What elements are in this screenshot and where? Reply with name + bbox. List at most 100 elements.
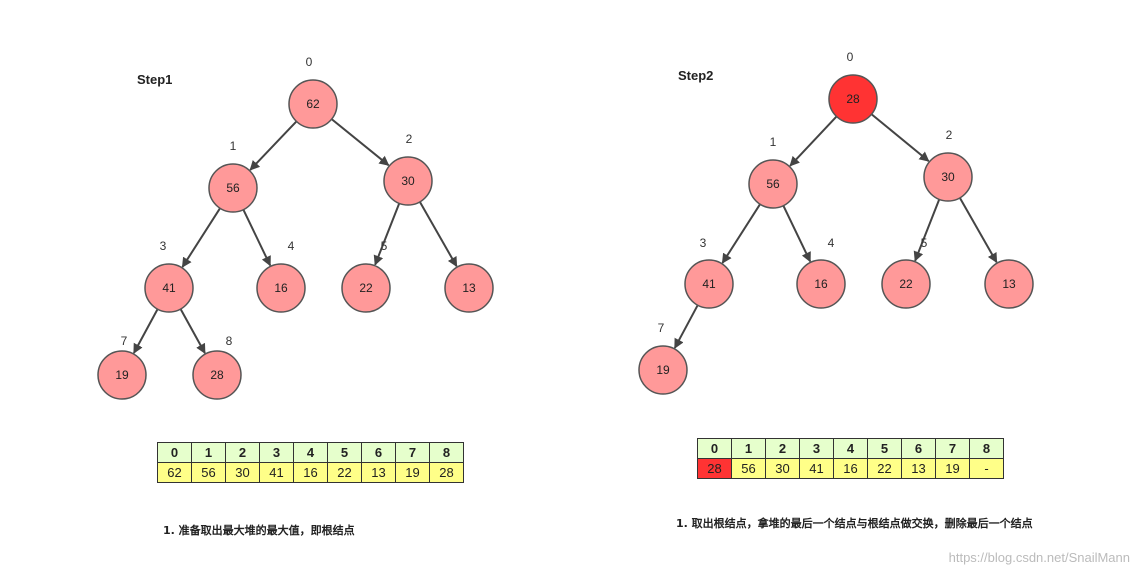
array-value-cell: 56 — [731, 458, 766, 479]
tree-node-index-label: 3 — [160, 239, 167, 253]
array-index-cell: 5 — [327, 442, 362, 463]
tree-node-index-label: 7 — [121, 334, 128, 348]
tree-node-value: 56 — [766, 177, 780, 191]
tree-node-value: 56 — [226, 181, 240, 195]
tree-edge — [181, 207, 221, 268]
tree-edge — [242, 209, 272, 267]
array-value-cell: 19 — [395, 462, 430, 483]
tree-edge — [673, 304, 699, 349]
tree-node-index-label: 2 — [406, 132, 413, 146]
tree-node-value: 30 — [941, 170, 955, 184]
tree-node-circle — [638, 345, 688, 395]
array-value-cell: 13 — [901, 458, 936, 479]
array-value-cell: 16 — [833, 458, 868, 479]
tree-node-circle — [192, 350, 242, 400]
tree-edge — [133, 308, 159, 354]
tree-node-circle — [97, 350, 147, 400]
tree-edge — [373, 202, 401, 266]
watermark: https://blog.csdn.net/SnailMann — [948, 550, 1130, 565]
array-index-cell: 1 — [191, 442, 226, 463]
array-index-cell: 5 — [867, 438, 902, 459]
tree-node-index-label: 4 — [288, 239, 295, 253]
array-index-cell: 0 — [697, 438, 732, 459]
array-value-cell: 28 — [429, 462, 464, 483]
tree-node-index-label: 3 — [700, 236, 707, 250]
array-index-cell: 1 — [731, 438, 766, 459]
tree-node-value: 41 — [162, 281, 176, 295]
tree-node-circle — [684, 259, 734, 309]
array-value-cell: 13 — [361, 462, 396, 483]
tree-node-value: 28 — [210, 368, 224, 382]
array-index-cell: 6 — [901, 438, 936, 459]
tree-node-circle — [144, 263, 194, 313]
array-index-cell: 6 — [361, 442, 396, 463]
tree-node-circle — [208, 163, 258, 213]
array-index-cell: 7 — [935, 438, 970, 459]
tree-node-circle — [341, 263, 391, 313]
tree-node-value: 19 — [115, 368, 129, 382]
tree-node-index-label: 8 — [226, 334, 233, 348]
array-value-cell: 62 — [157, 462, 192, 483]
step1-title: Step1 — [137, 72, 173, 87]
tree-node-index-label: 5 — [381, 239, 388, 253]
tree-node-circle — [748, 159, 798, 209]
array-index-cell: 3 — [799, 438, 834, 459]
array-value-cell: - — [969, 458, 1004, 479]
array-value-cell: 16 — [293, 462, 328, 483]
tree-node-circle — [796, 259, 846, 309]
tree-node-value: 62 — [306, 97, 320, 111]
step1-note: 1. 准备取出最大堆的最大值，即根结点 — [163, 524, 355, 537]
tree-edge — [249, 120, 298, 171]
tree-node-index-label: 1 — [230, 139, 237, 153]
array-value-cell: 22 — [327, 462, 362, 483]
array-value-cell: 41 — [799, 458, 834, 479]
array-index-cell: 8 — [969, 438, 1004, 459]
array-index-cell: 0 — [157, 442, 192, 463]
tree-node-index-label: 0 — [847, 50, 854, 64]
tree-node-value: 13 — [462, 281, 476, 295]
tree-edge — [179, 308, 206, 354]
tree-node-circle — [881, 259, 931, 309]
tree-node-index-label: 0 — [306, 55, 313, 69]
array-index-cell: 4 — [293, 442, 328, 463]
array-index-cell: 7 — [395, 442, 430, 463]
tree-node-value: 41 — [702, 277, 716, 291]
array-index-cell: 3 — [259, 442, 294, 463]
tree-node-value: 22 — [359, 281, 373, 295]
tree-node-circle — [828, 74, 878, 124]
tree-node-value: 22 — [899, 277, 913, 291]
tree-edge — [870, 113, 930, 162]
tree-edge — [782, 205, 812, 263]
tree-node-index-label: 4 — [828, 236, 835, 250]
tree-node-circle — [444, 263, 494, 313]
array-value-cell: 41 — [259, 462, 294, 483]
tree-node-value: 19 — [656, 363, 670, 377]
array-index-cell: 4 — [833, 438, 868, 459]
tree-node-value: 13 — [1002, 277, 1016, 291]
tree-node-index-label: 5 — [921, 236, 928, 250]
tree-node-index-label: 2 — [946, 128, 953, 142]
tree-edge — [959, 197, 998, 264]
array-value-cell: 56 — [191, 462, 226, 483]
tree-node-circle — [256, 263, 306, 313]
tree-node-circle — [984, 259, 1034, 309]
array-index-cell: 2 — [225, 442, 260, 463]
tree-edge — [721, 203, 761, 264]
step2-title: Step2 — [678, 68, 714, 83]
array-value-cell: 28 — [697, 458, 732, 479]
tree-node-circle — [383, 156, 433, 206]
tree-node-circle — [288, 79, 338, 129]
tree-edge — [789, 115, 838, 167]
tree-edge — [331, 118, 390, 167]
array-value-cell: 19 — [935, 458, 970, 479]
tree-node-value: 16 — [814, 277, 828, 291]
tree-node-value: 30 — [401, 174, 415, 188]
